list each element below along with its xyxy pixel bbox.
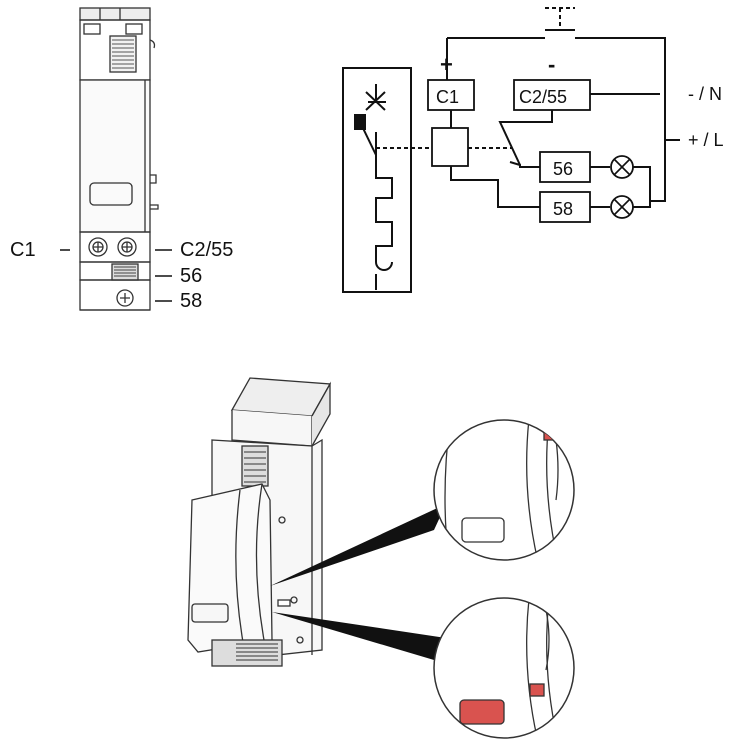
magnified-window-red xyxy=(459,699,505,725)
wiring-schematic xyxy=(342,7,680,293)
terminal-screw-c2-55 xyxy=(117,237,137,257)
front-view-device xyxy=(79,7,159,311)
schematic-label-c1: C1 xyxy=(436,87,459,107)
breaker-symbol-box xyxy=(342,67,412,293)
supply-label-negative: - / N xyxy=(688,84,722,104)
front-label-58: 58 xyxy=(180,290,202,312)
coil-symbol xyxy=(431,127,469,167)
front-indicator-window xyxy=(89,182,133,206)
supply-label-positive: + / L xyxy=(688,130,724,150)
magnified-window-off xyxy=(461,517,505,543)
callout-wedge-lower xyxy=(272,612,446,660)
polarity-plus: + xyxy=(440,52,453,77)
iso-bottom-terminals xyxy=(211,639,283,667)
front-label-c2-55: C2/55 xyxy=(180,239,233,261)
indicator-lamp-58 xyxy=(610,195,634,219)
schematic-label-c2-55: C2/55 xyxy=(519,87,567,107)
magnified-view-tripped xyxy=(433,597,575,739)
magnified-view-off xyxy=(433,419,575,561)
front-label-c1: C1 xyxy=(10,239,36,261)
front-label-56: 56 xyxy=(180,265,202,287)
top-terminal-screw xyxy=(109,35,137,73)
polarity-minus: - xyxy=(548,52,555,77)
callout-wedge-upper xyxy=(270,504,446,586)
terminal-screw-56 xyxy=(111,263,139,281)
schematic-label-58: 58 xyxy=(553,199,573,219)
push-button-symbol xyxy=(545,7,575,31)
iso-indicator-window xyxy=(191,603,229,623)
terminal-screw-58 xyxy=(116,289,134,307)
breaker-trip-symbol xyxy=(365,84,386,111)
red-flag-down xyxy=(529,683,545,697)
indicator-lamp-56 xyxy=(610,155,634,179)
schematic-label-56: 56 xyxy=(553,159,573,179)
isometric-device xyxy=(187,377,332,667)
terminal-screw-c1 xyxy=(88,237,108,257)
iso-top-terminal xyxy=(241,445,269,487)
